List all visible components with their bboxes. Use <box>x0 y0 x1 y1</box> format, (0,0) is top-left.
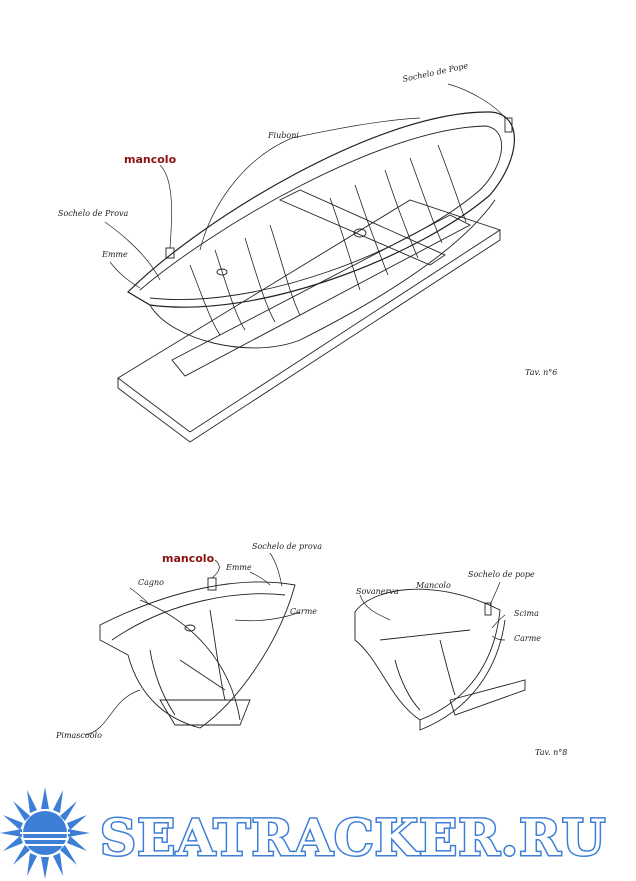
label-pimascoolo: Pimascoolo <box>56 731 102 740</box>
label-emme-top: Emme <box>102 250 128 259</box>
label-scima: Scima <box>514 609 539 618</box>
top-boat-drawing <box>104 83 515 443</box>
bottom-boat-drawings <box>84 552 526 736</box>
label-mancolo-top: mancolo <box>124 153 177 166</box>
plate-number-bottom: Tav. n°8 <box>535 748 568 757</box>
label-sochelo-prova-bottom: Sochelo de prova <box>252 542 323 551</box>
label-carme-right: Carme <box>514 634 542 643</box>
seatracker-sun-logo <box>0 787 90 879</box>
label-sochelo-pope-bottom: Sochelo de pope <box>468 570 535 579</box>
label-sochelo-prova: Sochelo de Prova <box>58 209 129 218</box>
plate-number-top: Tav. n°6 <box>525 368 558 377</box>
label-sovanerva: Sovanerva <box>356 587 399 596</box>
label-mancolo-right: Mancolo <box>416 581 451 590</box>
label-mancolo-bottom: mancolo <box>162 552 215 565</box>
label-carme-left: Carme <box>290 607 318 616</box>
bow-view <box>84 552 301 736</box>
stern-view <box>354 581 526 731</box>
label-fiuboni: Fiuboni <box>268 131 299 140</box>
label-emme-bottom: Emme <box>226 563 252 572</box>
seatracker-watermark: SEATRACKER.RU <box>98 807 607 869</box>
label-cagno: Cagno <box>138 578 164 587</box>
